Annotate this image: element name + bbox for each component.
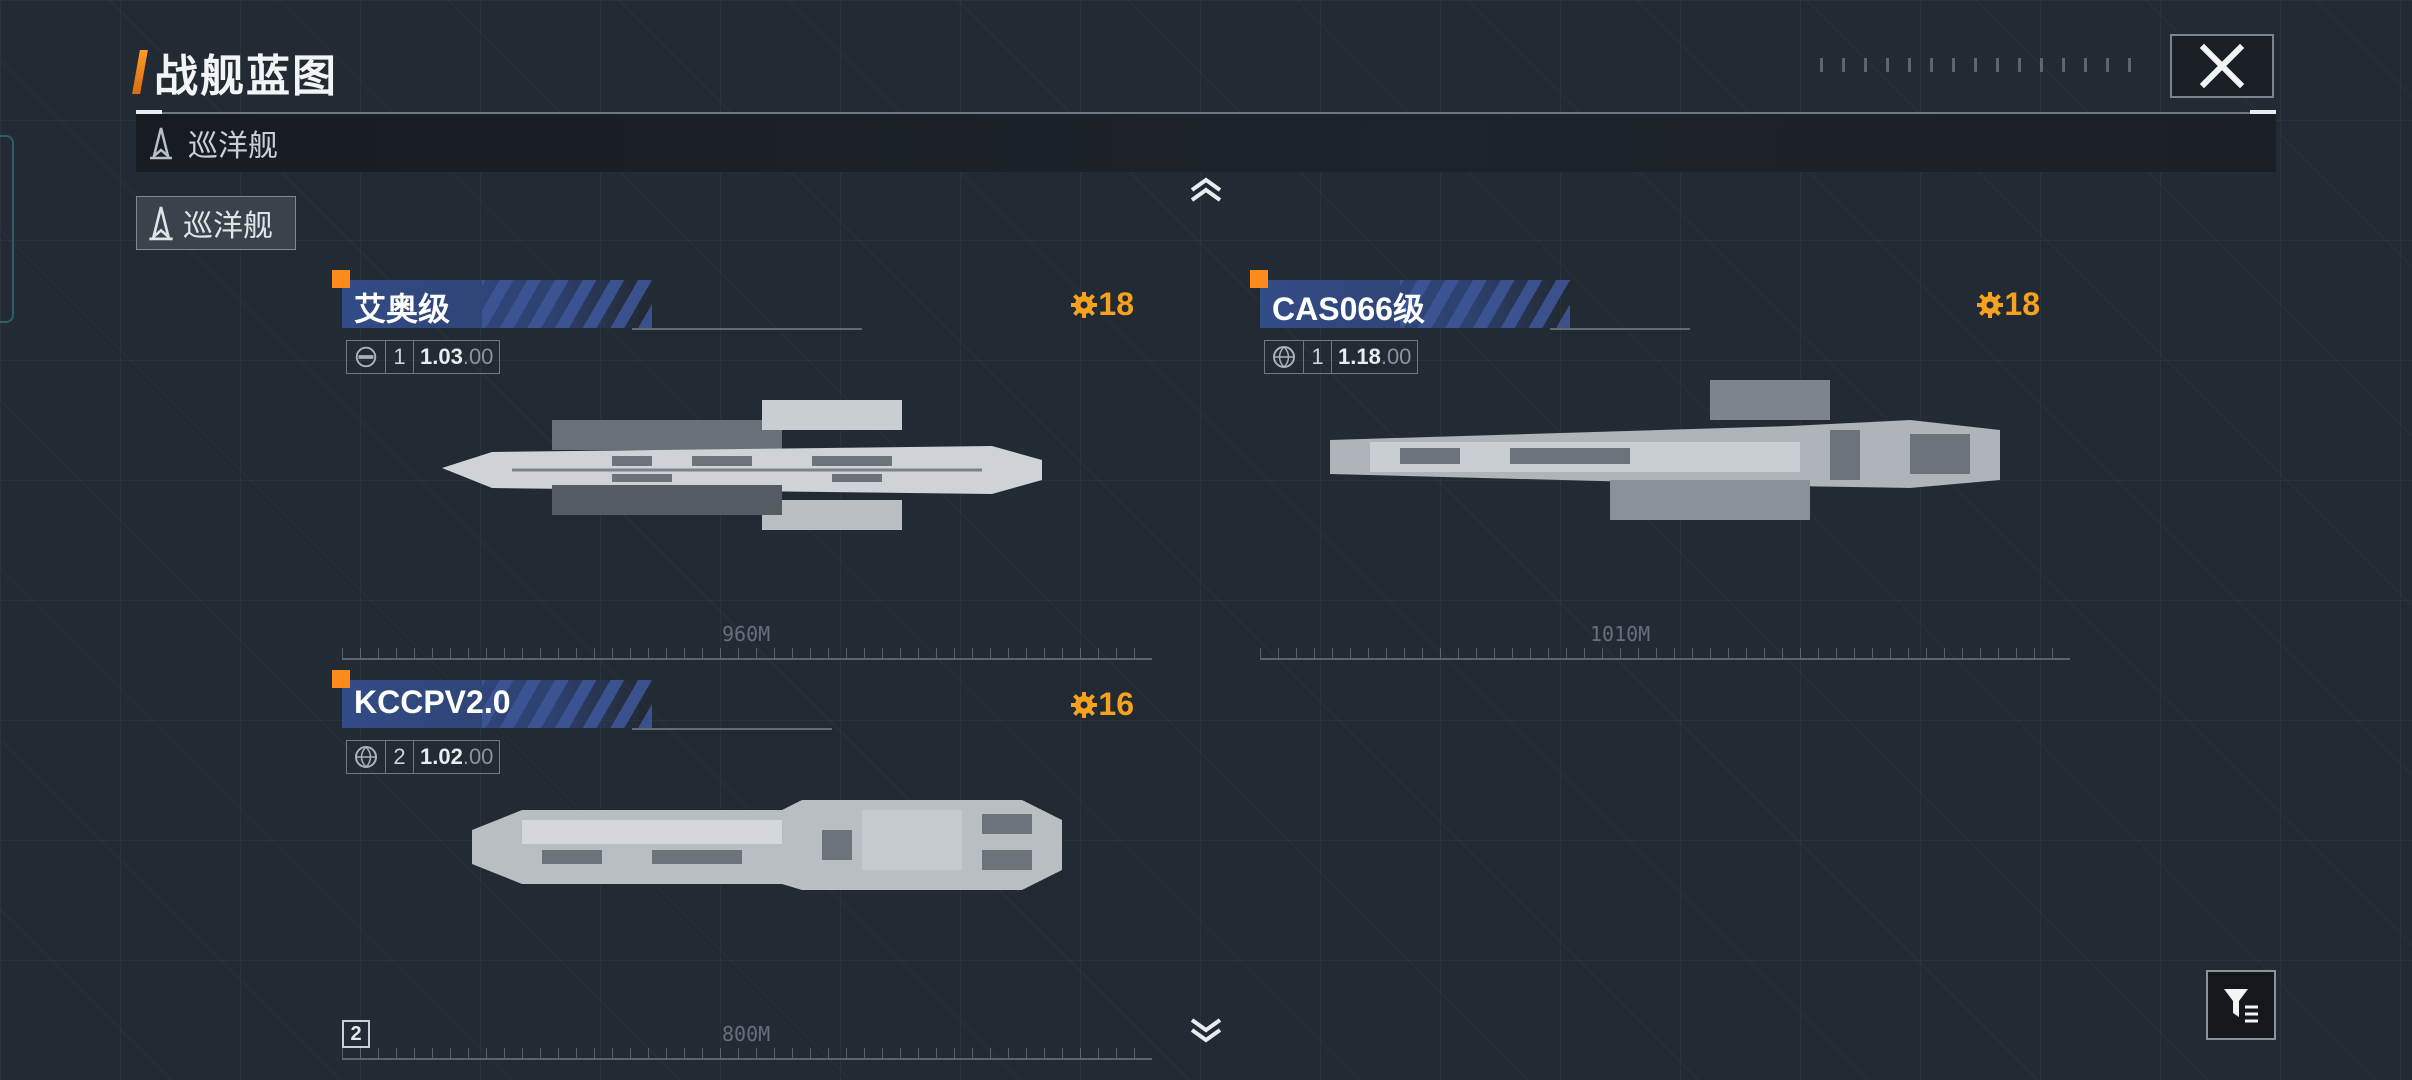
page-header: 战舰蓝图 [132,40,338,104]
ship-blueprint-image [442,400,1042,530]
ship-stats: 2 1.02 .00 [346,740,501,774]
cost-value: 18 [1098,286,1134,322]
ship-count: 2 [386,740,414,774]
version-sub: .00 [1380,344,1412,369]
scale-label: 960M [722,622,771,646]
ship-blueprint-image [1330,380,2000,520]
scroll-up-button[interactable] [1188,176,1224,209]
card-header [1260,280,1570,328]
selection-marker [332,670,350,688]
version-main: 1.02 [420,744,463,769]
version-sub: .00 [462,744,494,769]
card-baseline [342,646,1152,660]
chevron-up-icon [1190,177,1222,202]
ship-name: 艾奥级 [354,291,451,327]
filter-icon [2224,989,2258,1023]
card-header [342,280,652,328]
cost-gear-icon [1071,691,1098,718]
selection-marker [1250,270,1268,288]
ship-count: 1 [1304,340,1332,374]
scroll-down-button[interactable] [1188,1016,1224,1049]
faction-emblem-icon [355,346,377,368]
ship-blueprint-image [472,800,1062,890]
side-drawer-tab[interactable] [0,135,14,323]
close-button[interactable] [2170,34,2274,98]
scale-label: 800M [722,1022,771,1046]
cost-badge: 18 [1976,286,2040,323]
leader-line [632,328,862,330]
ship-type-filter-chip[interactable]: 巡洋舰 [136,196,296,250]
header-divider [136,110,2276,114]
version-box: 1.02 .00 [414,740,501,774]
page-indicator: 2 [342,1020,370,1048]
cost-value: 18 [2004,286,2040,322]
faction-box [1264,340,1304,374]
globe-icon [1273,346,1295,368]
ship-count: 1 [386,340,414,374]
decorative-ticks [1820,58,2140,72]
scale-label: 1010M [1590,622,1651,646]
ship-stats: 1 1.03 .00 [346,340,501,374]
cruiser-icon [149,206,173,241]
filter-chip-label: 巡洋舰 [183,210,273,243]
selection-marker [332,270,350,288]
faction-box [346,340,386,374]
sort-filter-button[interactable] [2206,970,2276,1040]
card-baseline [1260,646,2070,660]
ship-card[interactable]: 艾奥级 18 1 1.03 .00 960M [332,270,1162,660]
version-main: 1.03 [420,344,463,369]
category-bar[interactable]: 巡洋舰 [136,114,2276,172]
cost-badge: 18 [1070,286,1134,323]
chevron-down-icon [1190,1018,1222,1043]
close-icon [2199,43,2245,89]
leader-line [1550,328,1690,330]
version-sub: .00 [462,344,494,369]
version-box: 1.03 .00 [414,340,501,374]
version-main: 1.18 [1338,344,1381,369]
page-title: 战舰蓝图 [154,52,338,101]
ship-card[interactable]: KCCPV2.0 16 2 1.02 .00 800M 2 [332,670,1162,1060]
card-header [342,680,652,728]
card-baseline [342,1046,1152,1060]
ship-stats: 1 1.18 .00 [1264,340,1419,374]
ship-name: KCCPV2.0 [354,684,511,720]
cost-gear-icon [1071,291,1098,318]
globe-icon [355,746,377,768]
leader-line [632,728,832,730]
ship-card[interactable]: CAS066级 18 1 1.18 .00 1010M [1250,270,2080,660]
faction-box [346,740,386,774]
cruiser-icon [150,127,172,160]
cost-gear-icon [1977,291,2004,318]
cost-value: 16 [1098,686,1134,722]
category-bar-label: 巡洋舰 [188,130,278,163]
ship-name: CAS066级 [1272,291,1425,327]
cost-badge: 16 [1070,686,1134,723]
version-box: 1.18 .00 [1332,340,1419,374]
